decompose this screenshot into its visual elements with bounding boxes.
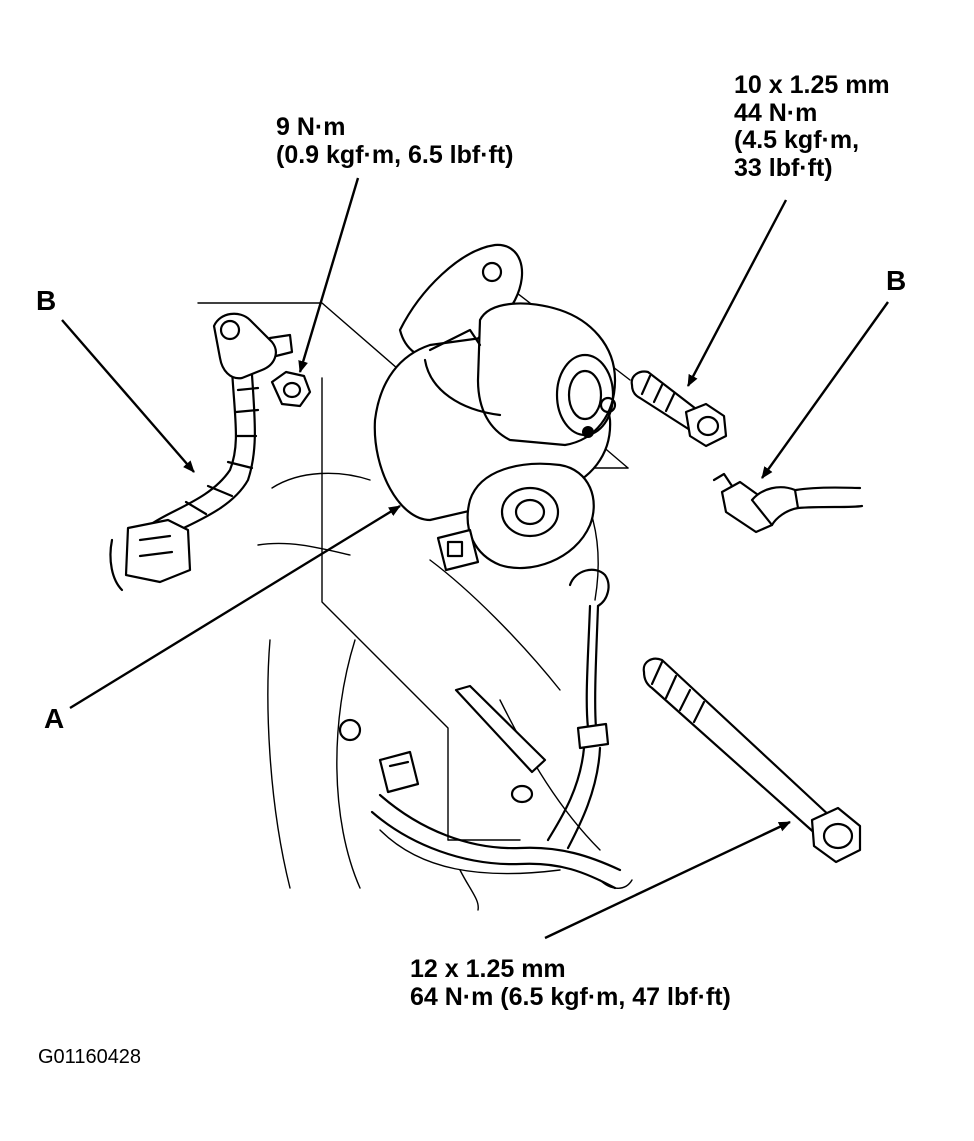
torque-spec-upper-bolt: 10 x 1.25 mm 44 N·m (4.5 kgf·m, 33 lbf·f…: [734, 71, 890, 182]
terminal-nut: [270, 370, 312, 408]
lower-bolt-size: 12 x 1.25 mm: [410, 955, 566, 983]
figure-code: G01160428: [38, 1046, 142, 1068]
pointer-terminal-nut: [298, 177, 360, 373]
upper-bolt-torque-lbf: 33 lbf·ft): [734, 153, 833, 182]
lower-bolt-torque: 64 N·m (6.5 kgf·m, 47 lbf·ft): [410, 982, 731, 1011]
starter-motor: [373, 243, 617, 572]
torque-spec-lower-bolt: 12 x 1.25 mm 64 N·m (6.5 kgf·m, 47 lbf·f…: [410, 955, 731, 1011]
terminal-nut-torque-converted: (0.9 kgf·m, 6.5 lbf·ft): [276, 140, 514, 169]
upper-mounting-bolt: [630, 370, 728, 448]
callout-b-left: B: [36, 285, 57, 316]
upper-bolt-torque: 44 N·m: [734, 98, 818, 127]
solenoid-wire-connector: [712, 472, 864, 534]
pointer-a: [69, 504, 401, 710]
pointer-upper-bolt: [686, 199, 788, 387]
lower-mounting-bolt: [642, 657, 862, 864]
pointer-lower-bolt: [544, 820, 791, 940]
torque-spec-terminal-nut: 9 N·m (0.9 kgf·m, 6.5 lbf·ft): [276, 113, 514, 169]
callout-a: A: [44, 703, 65, 734]
callout-b-right: B: [886, 265, 907, 296]
lower-wire-harness: [338, 568, 622, 890]
starter-cable-harness: [109, 312, 294, 592]
pointer-b-right: [761, 301, 889, 479]
upper-bolt-torque-kgf: (4.5 kgf·m,: [734, 126, 860, 154]
upper-bolt-size: 10 x 1.25 mm: [734, 71, 890, 99]
terminal-nut-torque: 9 N·m: [276, 113, 346, 141]
pointer-b-left: [61, 319, 195, 473]
